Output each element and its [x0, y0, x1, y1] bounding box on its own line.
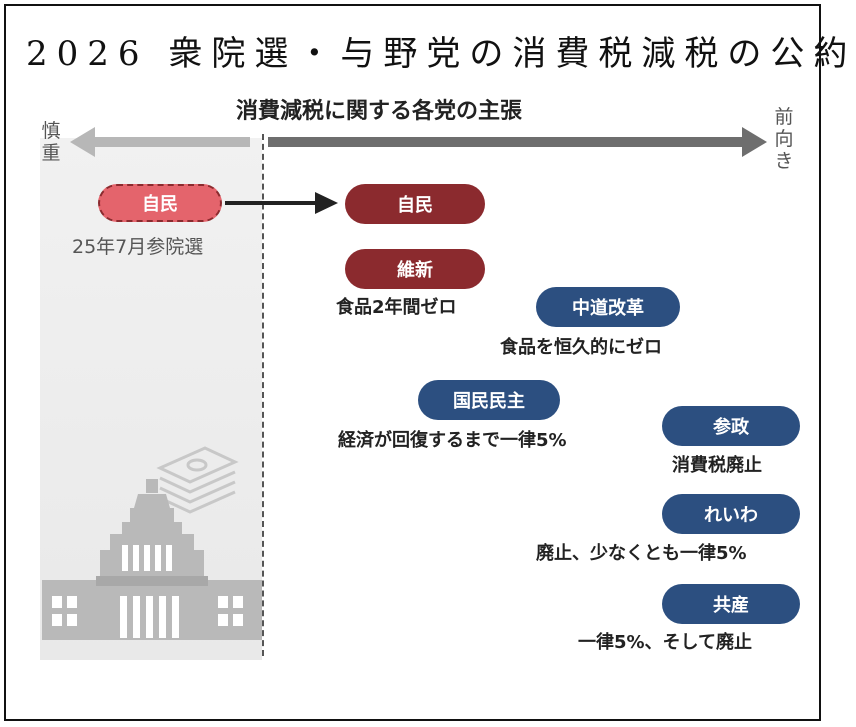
- diagram-frame: [4, 4, 821, 721]
- shift-arrow-head: [315, 192, 338, 214]
- caption-chudo: 食品を恒久的にゼロ: [500, 337, 662, 358]
- zone-divider: [262, 134, 264, 656]
- caption-kokumin: 経済が回復するまで一律5%: [338, 430, 567, 451]
- right-arrow: [268, 127, 767, 157]
- diagram-title: 2026 衆院選・与野党の消費税減税の公約: [26, 34, 856, 74]
- label-positive: 前向き: [774, 106, 794, 172]
- chart-header: 消費減税に関する各党の主張: [236, 99, 523, 124]
- building-windows: [52, 545, 243, 638]
- caption-reiwa: 廃止、少なくとも一律5%: [536, 543, 747, 564]
- caption-sansei: 消費税廃止: [672, 455, 762, 476]
- party-reiwa: れいわ: [662, 494, 800, 534]
- caption-kyosan: 一律5%、そして廃止: [578, 632, 753, 653]
- diet-building-icon: [42, 479, 262, 640]
- party-ldp-past: 自民: [98, 184, 222, 222]
- party-kokumin: 国民民主: [418, 380, 560, 420]
- party-kyosan: 共産: [662, 584, 800, 624]
- arrows-and-icons: [42, 127, 767, 640]
- party-ldp: 自民: [345, 184, 485, 224]
- left-arrow: [70, 127, 250, 157]
- money-stack-icon: [156, 446, 239, 514]
- party-ishin: 維新: [345, 249, 485, 289]
- party-sansei: 参政: [662, 406, 800, 446]
- party-chudo: 中道改革: [536, 287, 680, 327]
- caption-ishin: 食品2年間ゼロ: [336, 297, 457, 318]
- label-cautious: 慎重: [41, 120, 61, 164]
- caption-ldp-past: 25年7月参院選: [72, 236, 204, 258]
